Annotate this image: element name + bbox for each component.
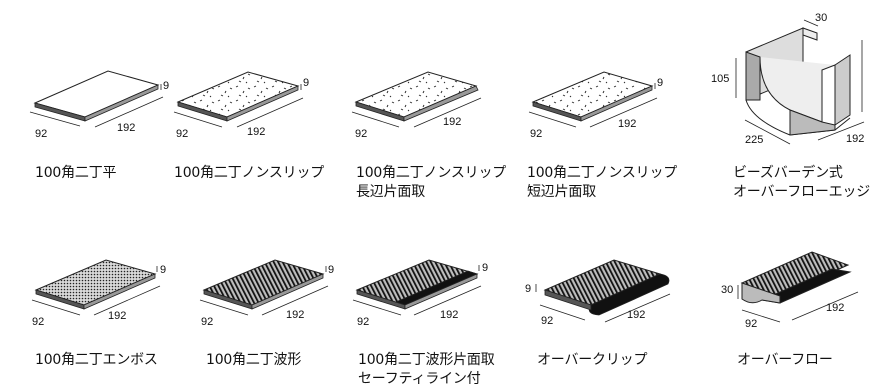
dim-9-t4: 9 xyxy=(657,77,663,89)
caption-line: 100角二丁ノンスリップ xyxy=(356,165,507,181)
dim-9-t6: 9 xyxy=(160,264,166,276)
overflow-profile xyxy=(737,251,859,323)
caption-line: 100角二丁ノンスリップ xyxy=(527,165,678,181)
dim-92-t2: 92 xyxy=(176,128,188,140)
caption-line: ビーズバーデン式 xyxy=(733,165,843,181)
tile-flat xyxy=(29,70,164,128)
dim-92-t8: 92 xyxy=(357,316,369,328)
caption-nonslip: 100角二丁ノンスリップ xyxy=(174,164,324,183)
caption-line: 100角二丁平 xyxy=(35,165,117,181)
caption-line: 短辺片面取 xyxy=(527,184,596,200)
caption-nonslip-long: 100角二丁ノンスリップ 長辺片面取 xyxy=(356,164,506,202)
caption-line: 100角二丁エンボス xyxy=(35,352,158,368)
dim-192-t4: 192 xyxy=(618,118,636,130)
caption-wave: 100角二丁波形 xyxy=(206,351,301,370)
tile-nonslip-long-chamfer xyxy=(351,71,482,128)
caption-line: オーバーフローエッジ xyxy=(733,184,871,200)
tile-emboss xyxy=(31,259,161,316)
dim-9-t7: 9 xyxy=(328,264,334,276)
dim-9-t2: 9 xyxy=(303,77,309,89)
dim-9-t9: 9 xyxy=(525,283,531,295)
dim-192-t7: 192 xyxy=(286,309,304,321)
dim-192-t5: 192 xyxy=(846,133,864,145)
dim-9-t1: 9 xyxy=(163,80,169,92)
dim-92-t4: 92 xyxy=(530,128,542,140)
tile-over-clip xyxy=(535,259,671,323)
caption-line: オーバークリップ xyxy=(537,352,648,368)
dim-192-t3: 192 xyxy=(443,116,461,128)
overflow-edge-block xyxy=(735,19,865,145)
caption-overflow: オーバーフロー xyxy=(737,351,833,370)
dim-9-t8: 9 xyxy=(482,262,488,274)
dim-105-t5: 105 xyxy=(711,73,729,85)
tile-wave-safety-line xyxy=(352,259,482,316)
caption-wave-safety: 100角二丁波形片面取 セーフティライン付 xyxy=(358,351,495,389)
tile-wave xyxy=(199,259,329,316)
caption-line: セーフティライン付 xyxy=(358,371,481,387)
dim-192-t9: 192 xyxy=(627,309,645,321)
dim-30-t5: 30 xyxy=(815,12,827,24)
dim-92-t7: 92 xyxy=(201,316,213,328)
dim-92-t10: 92 xyxy=(745,318,757,330)
caption-flat: 100角二丁平 xyxy=(35,164,117,183)
caption-over-clip: オーバークリップ xyxy=(537,351,647,370)
caption-line: 100角二丁波形片面取 xyxy=(358,352,495,368)
tile-nonslip-short-chamfer xyxy=(528,71,658,128)
caption-emboss: 100角二丁エンボス xyxy=(35,351,158,370)
dim-92-t3: 92 xyxy=(355,128,367,140)
dim-192-t10: 192 xyxy=(826,302,844,314)
dim-92-t9: 92 xyxy=(541,315,553,327)
caption-nonslip-short: 100角二丁ノンスリップ 短辺片面取 xyxy=(527,164,677,202)
caption-line: 100角二丁波形 xyxy=(206,352,302,368)
caption-line: オーバーフロー xyxy=(737,352,833,368)
tile-nonslip xyxy=(173,71,304,128)
dim-92-t1: 92 xyxy=(35,128,47,140)
caption-overflow-edge: ビーズバーデン式 オーバーフローエッジ xyxy=(733,164,870,202)
dim-192-t2: 192 xyxy=(247,126,265,138)
dim-92-t6: 92 xyxy=(32,316,44,328)
dim-30-t10: 30 xyxy=(721,284,733,296)
dim-192-t6: 192 xyxy=(108,310,126,322)
dim-192-t1: 192 xyxy=(117,122,135,134)
caption-line: 長辺片面取 xyxy=(356,184,425,200)
dim-192-t8: 192 xyxy=(440,309,458,321)
dim-225-t5: 225 xyxy=(745,134,763,146)
caption-line: 100角二丁ノンスリップ xyxy=(174,165,325,181)
